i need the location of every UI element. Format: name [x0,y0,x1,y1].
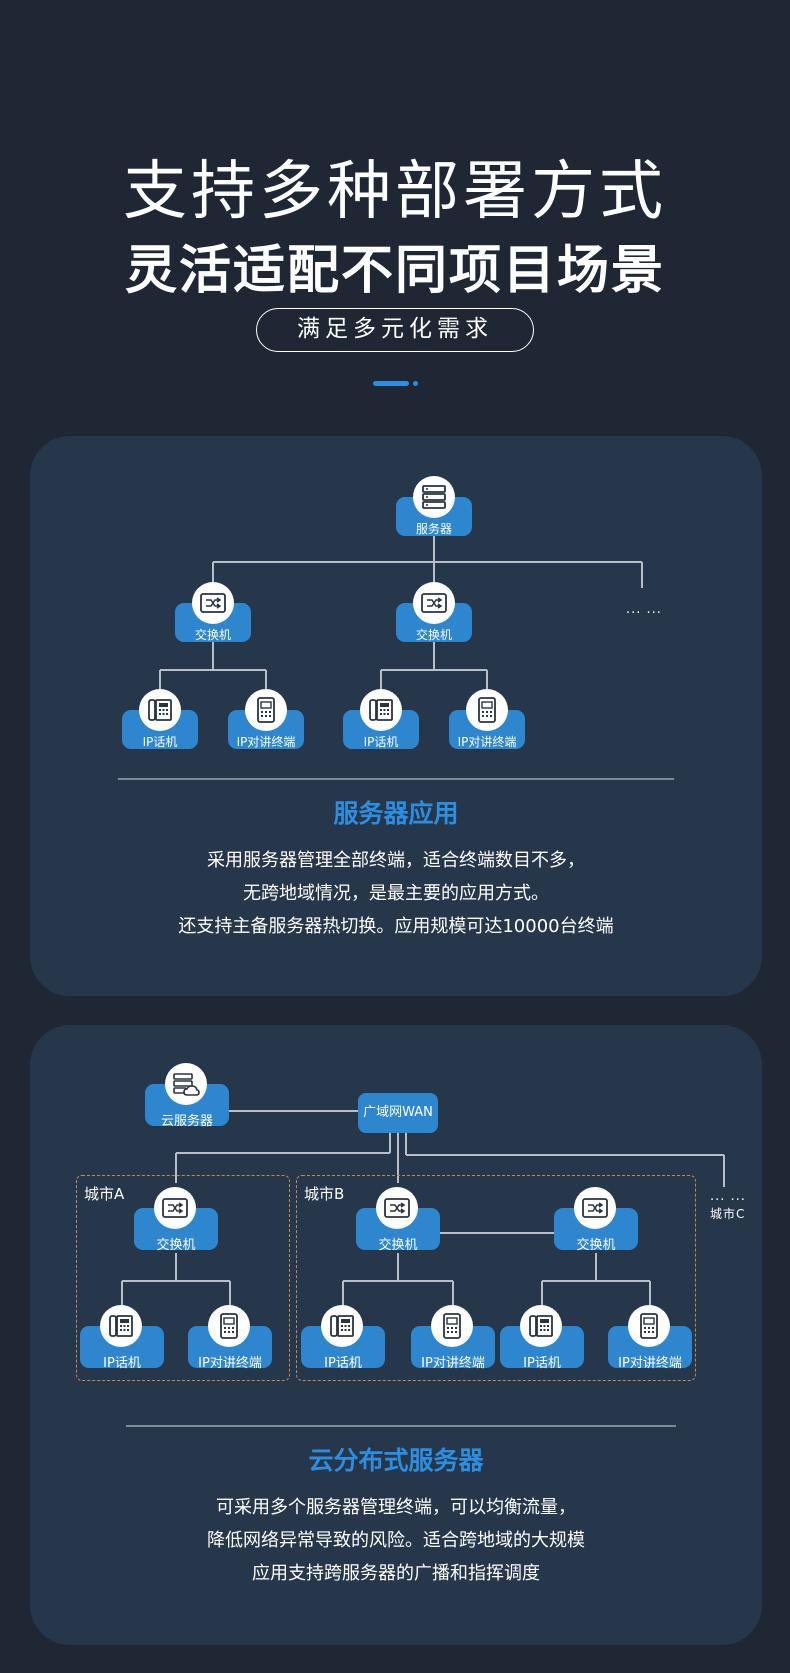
phone-icon [529,1315,553,1337]
intercom-icon [443,1313,461,1339]
server-icon [422,485,446,509]
switch-icon [582,1198,608,1218]
divider [126,1425,676,1427]
cloud-distributed-panel: 城市A 城市B 云服务器 广域网WAN ... ... 城市C 交换机 交换机 … [30,1025,762,1645]
cloud-server-icon [173,1073,200,1096]
city-b-area [296,1175,696,1381]
accent-bar [373,381,409,386]
more-cities-ellipsis: ... ... [710,1189,746,1204]
phone-icon [109,1315,133,1337]
switch-icon [162,1198,188,1218]
accent-dot [413,381,418,386]
section-title: 服务器应用 [333,799,459,828]
switch-icon [421,593,447,613]
more-nodes-ellipsis: ... ... [626,602,662,617]
phone-icon [369,699,393,721]
sub-title: 灵活适配不同项目场景 [124,241,665,301]
wan-node: 广域网WAN [358,1093,438,1133]
switch-icon [200,593,226,613]
switch-icon [384,1198,410,1218]
topology-lines [159,526,643,692]
divider [118,778,674,780]
server-application-panel: 服务器 交换机 交换机 ... ... IP话机 IP对讲终端 IP话机 IP对… [30,436,762,996]
city-a-label: 城市A [84,1185,125,1203]
feature-pill: 满足多元化需求 [256,308,534,352]
intercom-icon [640,1313,658,1339]
phone-icon [330,1315,354,1337]
intercom-icon [257,697,275,723]
intercom-icon [220,1313,238,1339]
city-c-label: 城市C [710,1207,746,1221]
intercom-icon [478,697,496,723]
topology-lines [121,1110,725,1307]
city-a-area [76,1175,290,1381]
section-description: 采用服务器管理全部终端，适合终端数目不多， 无跨地域情况，是最主要的应用方式。 … [178,850,614,937]
city-b-label: 城市B [304,1185,345,1203]
phone-icon [148,699,172,721]
section-description: 可采用多个服务器管理终端，可以均衡流量， 降低网络异常导致的风险。适合跨地域的大… [207,1497,585,1584]
main-title: 支持多种部署方式 [123,155,667,229]
section-title: 云分布式服务器 [308,1446,484,1475]
